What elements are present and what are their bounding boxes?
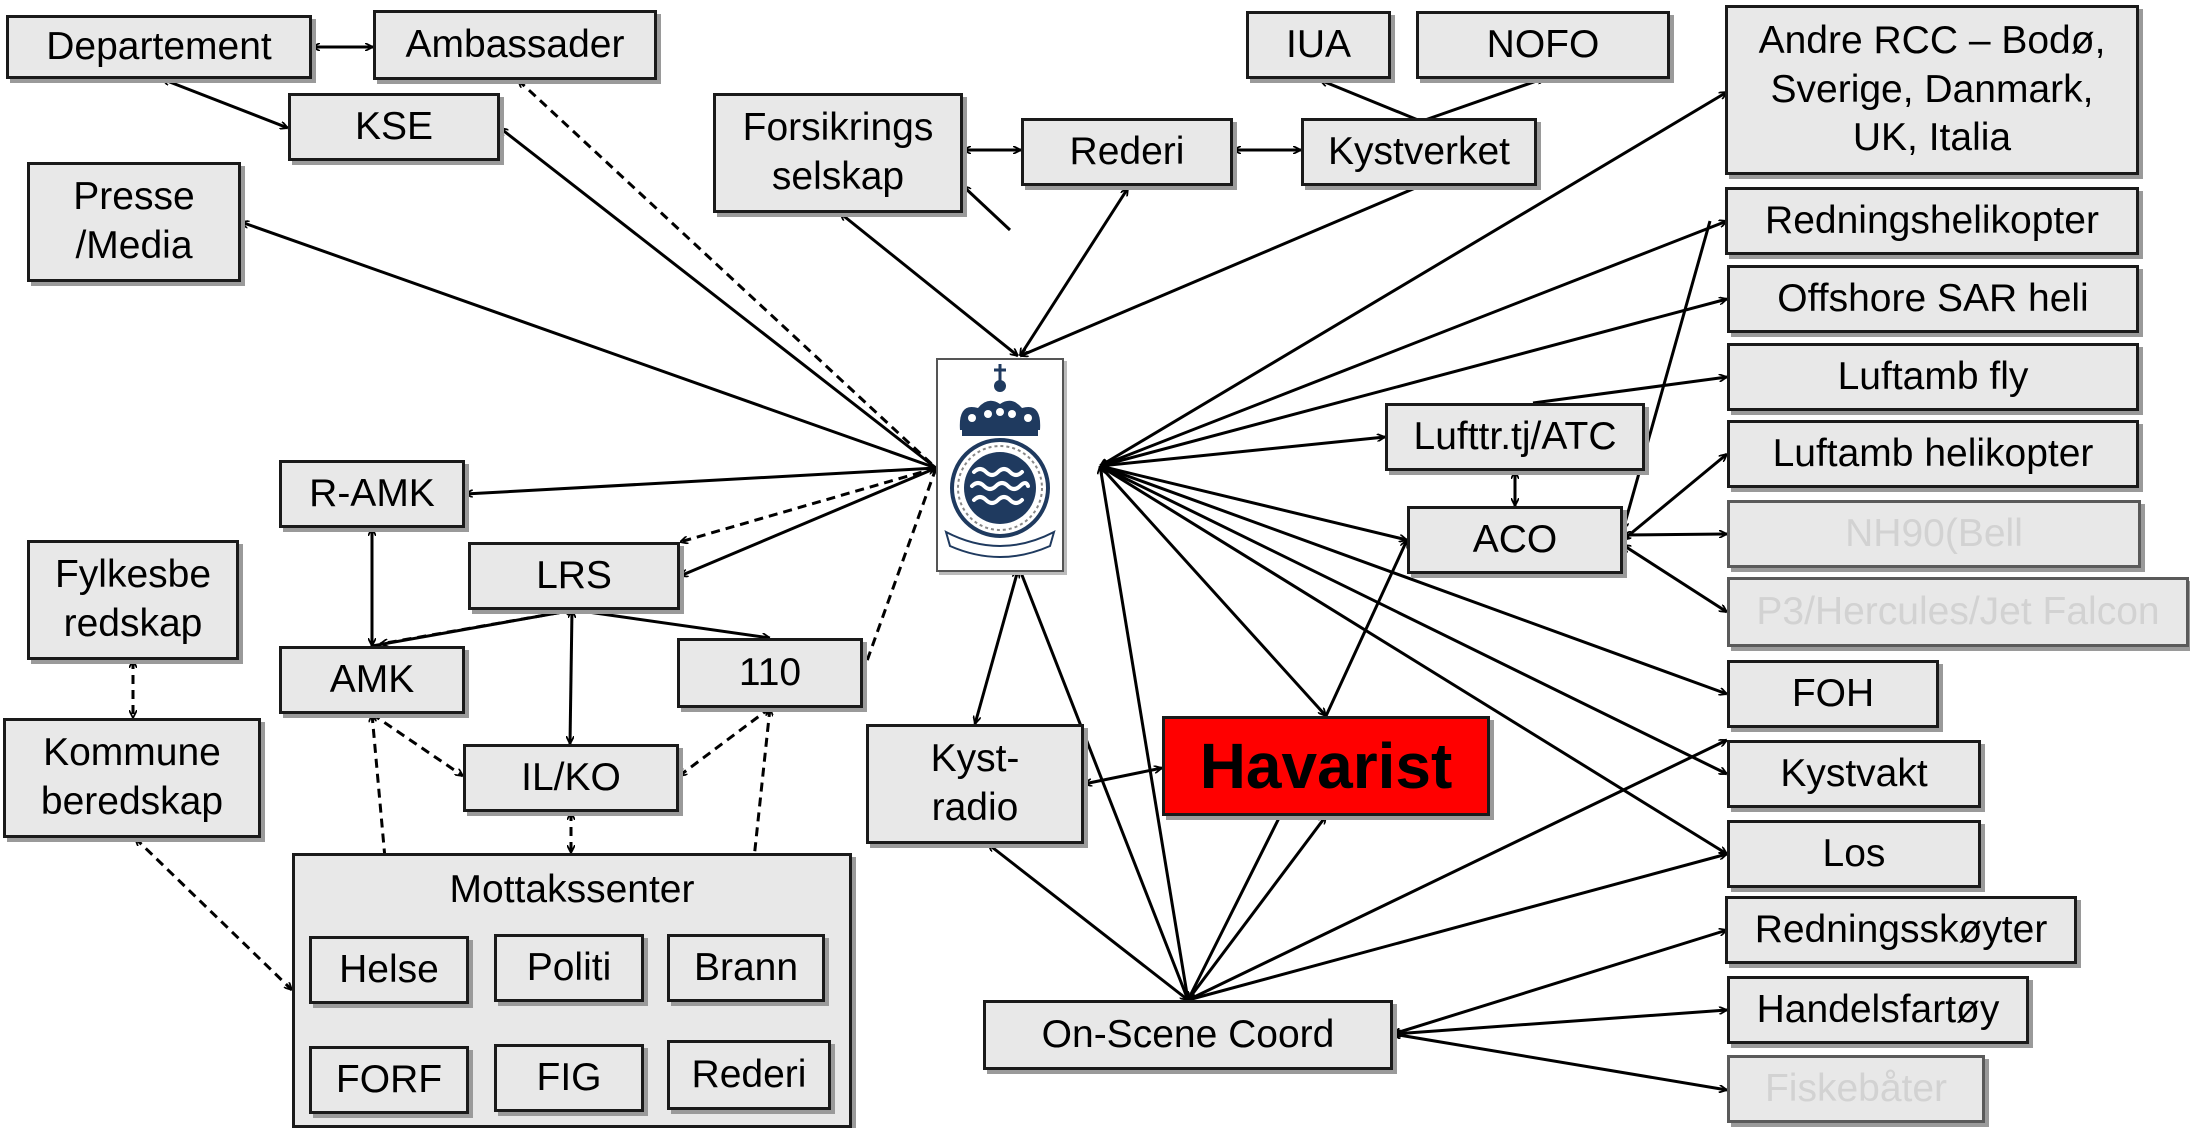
node-lrs: LRS <box>468 542 680 610</box>
connector-arrow-9 <box>1018 188 1130 356</box>
node-havarist: Havarist <box>1162 716 1490 816</box>
connector-arrow-11 <box>1320 80 1419 122</box>
connector-arrow-10 <box>1020 184 1421 356</box>
node-politi: Politi <box>494 934 644 1002</box>
node-iua: IUA <box>1246 11 1391 79</box>
connector-arrow-38 <box>1186 815 1282 1000</box>
node-helse: Helse <box>309 936 469 1004</box>
connector-arrow-1 <box>162 79 288 128</box>
node-forsikringsselskap: Forsikrings selskap <box>713 93 963 213</box>
node-departement: Departement <box>6 15 312 79</box>
connector-arrow-3 <box>518 80 938 470</box>
node-amk: AMK <box>279 646 465 714</box>
node-handelsfartoy: Handelsfartøy <box>1727 976 2029 1044</box>
node-offshore-sar-heli: Offshore SAR heli <box>1727 265 2139 333</box>
connector-arrow-6 <box>840 213 1018 356</box>
node-redningshelikopter: Redningshelikopter <box>1725 187 2139 255</box>
node-fig: FIG <box>494 1044 644 1112</box>
connector-arrow-2 <box>500 128 937 470</box>
node-on-scene-coord: On-Scene Coord <box>983 1000 1393 1070</box>
node-lufttr-atc: Lufttr.tj/ATC <box>1385 403 1645 471</box>
connector-arrow-42 <box>1393 1034 1727 1090</box>
connector-arrow-51 <box>679 706 770 778</box>
node-redningsskoyter: Redningsskøyter <box>1725 896 2077 964</box>
connector-arrow-36 <box>1084 768 1162 784</box>
node-presse-media: Presse /Media <box>27 162 241 282</box>
node-aco: ACO <box>1407 506 1623 574</box>
connector-arrow-47 <box>573 608 770 638</box>
connector-arrow-39 <box>1186 816 1328 1001</box>
connector-arrow-34 <box>975 570 1018 724</box>
node-kommune-beredskap: Kommune beredskap <box>3 718 261 838</box>
node-luftamb-fly: Luftamb fly <box>1727 343 2139 411</box>
redningstjenesten-logo <box>936 358 1064 572</box>
connector-arrow-31 <box>680 466 937 576</box>
node-fiskebater: Fiskebåter <box>1727 1055 1985 1123</box>
node-brann: Brann <box>667 934 825 1002</box>
connector-arrow-4 <box>241 222 937 470</box>
node-nofo: NOFO <box>1416 11 1670 79</box>
connector-arrow-12 <box>1424 78 1545 122</box>
connector-arrow-27 <box>1100 466 1326 716</box>
node-nh90: NH90(Bell <box>1727 500 2141 568</box>
connector-arrow-56 <box>135 838 292 990</box>
connector-arrow-22 <box>1623 543 1727 614</box>
node-ambassader: Ambassader <box>373 10 657 80</box>
connector-arrow-43 <box>1187 738 1727 1002</box>
connector-arrow-18 <box>1100 466 1407 540</box>
node-andre-rcc: Andre RCC – Bodø, Sverige, Danmark, UK, … <box>1725 5 2139 175</box>
connector-arrow-50 <box>372 712 463 778</box>
node-kystradio: Kyst- radio <box>866 724 1084 844</box>
connector-arrow-54 <box>746 708 770 934</box>
node-il-ko: IL/KO <box>463 744 679 812</box>
rescue-service-crest-icon <box>944 364 1056 558</box>
connector-arrow-33 <box>861 468 936 673</box>
connector-arrow-49 <box>570 610 572 744</box>
node-kse: KSE <box>288 93 500 161</box>
connector-arrow-17 <box>1532 377 1727 405</box>
connector-arrow-23 <box>1623 220 1712 530</box>
node-kystvakt: Kystvakt <box>1727 740 1981 808</box>
connector-arrow-5 <box>963 186 1012 232</box>
connector-arrow-21 <box>1623 534 1727 535</box>
node-rederi-top: Rederi <box>1021 118 1233 186</box>
connector-arrow-40 <box>1393 930 1727 1034</box>
connector-arrow-48 <box>380 608 575 644</box>
connector-arrow-30 <box>465 466 937 494</box>
connector-arrow-16 <box>1100 437 1385 466</box>
connector-arrow-41 <box>1393 1010 1727 1034</box>
node-luftamb-helikopter: Luftamb helikopter <box>1727 420 2139 488</box>
node-110: 110 <box>677 638 863 708</box>
node-forf: FORF <box>309 1046 469 1114</box>
node-p3-hercules: P3/Hercules/Jet Falcon <box>1727 577 2189 647</box>
connector-arrow-37 <box>988 844 1188 1000</box>
node-fylkesberedskap: Fylkesbe redskap <box>27 540 239 660</box>
connector-arrow-28 <box>1324 540 1409 717</box>
node-los: Los <box>1727 820 1981 888</box>
node-foh: FOH <box>1727 660 1939 728</box>
node-rederi-bottom: Rederi <box>667 1040 831 1110</box>
node-r-amk: R-AMK <box>279 460 465 528</box>
node-kystverket: Kystverket <box>1301 118 1537 186</box>
connector-arrow-44 <box>1187 854 1727 1002</box>
